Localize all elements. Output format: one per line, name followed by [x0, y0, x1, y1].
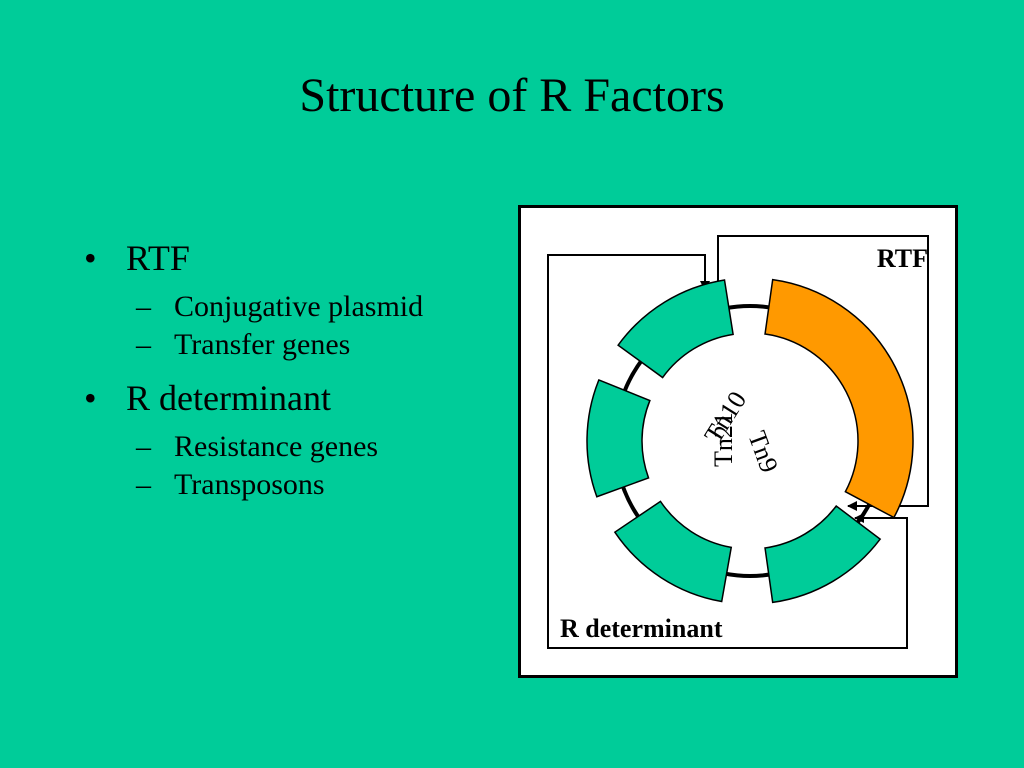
dash-icon: – — [136, 430, 151, 463]
r-factor-diagram-svg: RTF R determinant Tn10 Tn9 Tn21 — [518, 205, 958, 678]
sub-bullet-item: – Transposons — [84, 468, 484, 502]
sub-bullet-item: – Resistance genes — [84, 430, 484, 464]
bullet-item-r-determinant: • R determinant — [84, 376, 484, 420]
bullet-item-rtf: • RTF — [84, 236, 484, 280]
plasmid-center — [644, 335, 856, 547]
transposon-segment — [617, 279, 734, 379]
bullet-dot-icon: • — [84, 378, 97, 418]
slide-title: Structure of R Factors — [299, 69, 725, 122]
bullet-text: R determinant — [126, 378, 331, 418]
transposon-segment — [764, 504, 882, 604]
center-label-tn21: Tn21 — [709, 412, 738, 467]
rtf-bracket — [717, 235, 929, 507]
dash-icon: – — [136, 328, 151, 361]
transposon-segment — [586, 378, 651, 498]
bullet-list: • RTF – Conjugative plasmid – Transfer g… — [84, 236, 484, 502]
bullet-dot-icon: • — [84, 238, 97, 278]
dash-icon: – — [136, 468, 151, 501]
sub-bullet-item: – Transfer genes — [84, 328, 484, 362]
transposon-segment — [613, 500, 733, 603]
r-determinant-bracket — [547, 254, 908, 649]
dash-icon: – — [136, 290, 151, 323]
bullet-text: RTF — [126, 238, 190, 278]
sub-bullet-text: Conjugative plasmid — [174, 290, 424, 323]
sub-bullet-text: Resistance genes — [174, 430, 379, 463]
r-determinant-label: R determinant — [560, 614, 723, 643]
sub-bullet-text: Transfer genes — [174, 328, 351, 361]
r-factor-diagram: RTF R determinant Tn10 Tn9 Tn21 — [518, 205, 958, 678]
rtf-label: RTF — [877, 244, 928, 273]
rtf-segment — [764, 278, 914, 519]
sub-bullet-text: Transposons — [174, 468, 325, 501]
plasmid-segments — [586, 278, 914, 604]
sub-bullet-item: – Conjugative plasmid — [84, 290, 484, 324]
